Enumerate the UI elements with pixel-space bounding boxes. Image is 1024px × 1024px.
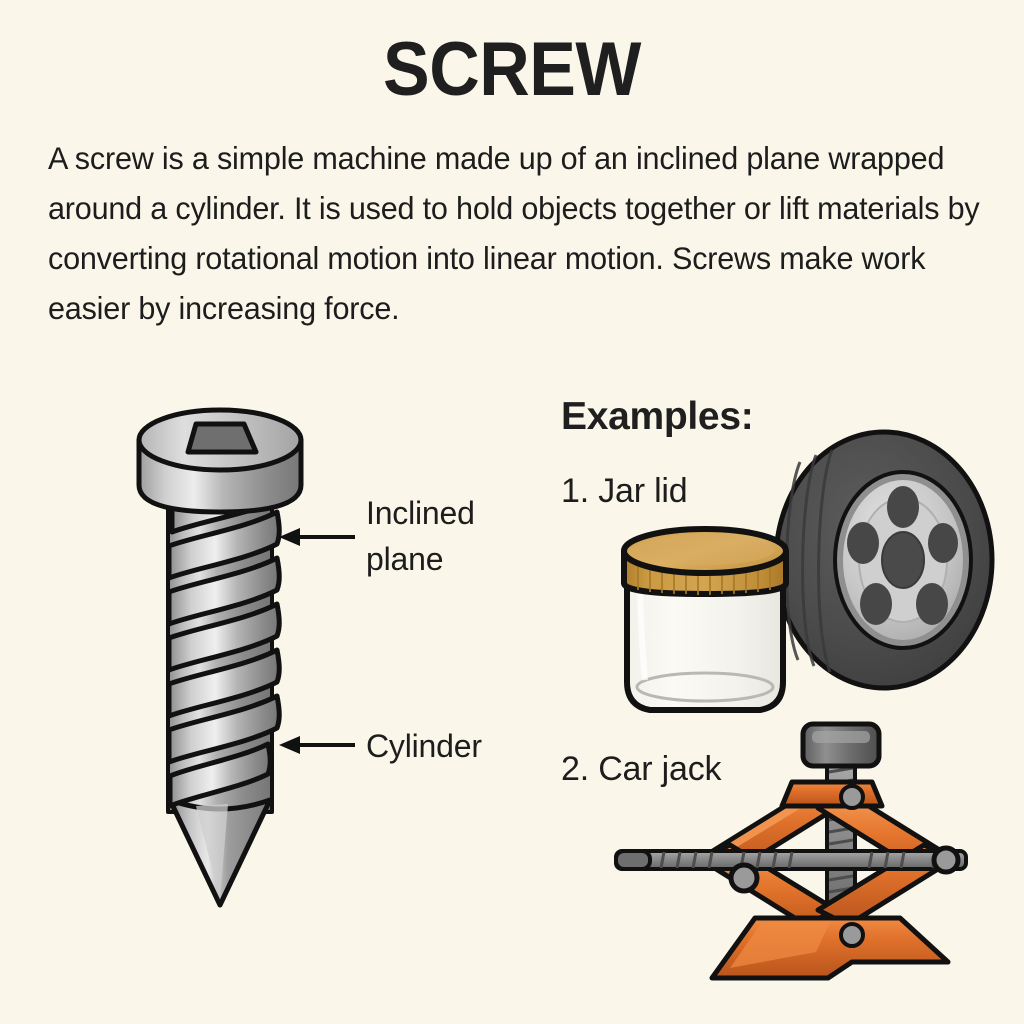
jar-illustration bbox=[621, 526, 789, 713]
jack-vertical-screw bbox=[825, 758, 857, 932]
page-title: SCREW bbox=[383, 27, 641, 112]
tire-illustration bbox=[773, 429, 995, 691]
callout-arrow-cylinder bbox=[279, 736, 355, 754]
jack-arm-upper-right bbox=[815, 790, 957, 877]
screw-shaft bbox=[166, 468, 274, 814]
callout-arrow-inclined-plane bbox=[279, 528, 355, 546]
screw-head bbox=[136, 407, 304, 515]
jack-horizontal-screw bbox=[614, 849, 968, 871]
screw-illustration bbox=[136, 407, 304, 908]
callout-label-cylinder: Cylinder bbox=[366, 728, 482, 764]
screw-tip bbox=[167, 797, 273, 908]
example-item-label-car-jack: 2. Car jack bbox=[561, 750, 722, 788]
jack-base bbox=[709, 915, 951, 981]
callout-label-inclined-plane: Inclined plane bbox=[366, 495, 475, 577]
jack-knob bbox=[800, 721, 882, 769]
jack-pivot-left bbox=[728, 862, 760, 894]
jack-top-bracket bbox=[779, 779, 885, 809]
jack-pivot-right bbox=[931, 845, 961, 875]
jack-arm-lower-left bbox=[697, 842, 839, 928]
examples-heading: Examples: bbox=[561, 395, 754, 438]
example-item-label-jar-lid: 1. Jar lid bbox=[561, 472, 688, 510]
jack-arm-upper-left bbox=[697, 790, 839, 877]
screw-threads bbox=[166, 467, 283, 809]
description-paragraph: A screw is a simple machine made up of a… bbox=[48, 140, 980, 326]
jack-arm-lower-right bbox=[815, 842, 957, 928]
